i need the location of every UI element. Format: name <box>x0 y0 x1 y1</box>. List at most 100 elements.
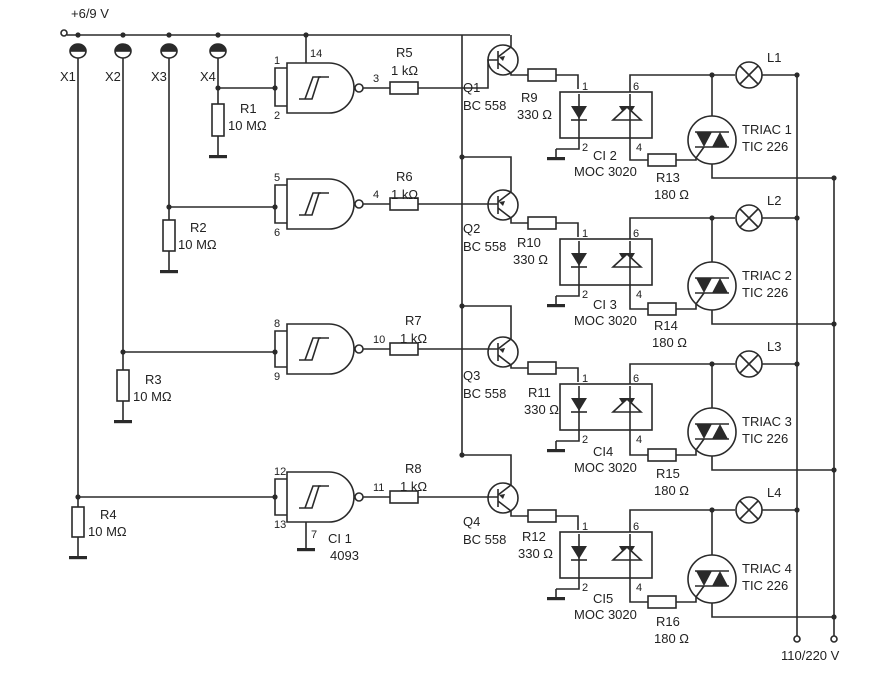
sensor-upper-plate <box>115 44 131 51</box>
base-resistor-value: 1 kΩ <box>400 331 427 346</box>
opto-pin-label: 2 <box>582 289 588 301</box>
triac-mt1-wire <box>711 310 834 325</box>
ground-bar <box>547 157 565 161</box>
junction-dot <box>709 507 715 513</box>
resistor-body <box>211 103 225 137</box>
opto-in-wire <box>629 74 735 92</box>
ground-symbol <box>69 548 87 560</box>
lamp-3 <box>735 350 763 378</box>
opto-pin-label: 6 <box>633 521 639 533</box>
nand-gate-3 <box>286 323 364 375</box>
lamp-filament <box>739 65 759 85</box>
triac-part: TIC 226 <box>742 431 788 446</box>
ground-bar <box>69 556 87 560</box>
wire <box>478 59 498 89</box>
junction-dot <box>272 85 278 91</box>
transistor-part: BC 558 <box>463 98 506 113</box>
ground-bar <box>547 304 565 308</box>
pnp-transistor-4 <box>487 482 519 514</box>
led-resistor-ref: R9 <box>521 90 538 105</box>
triac-mt1-wire <box>711 456 834 471</box>
resistor-ref: R3 <box>145 372 162 387</box>
gate-pin-label: 7 <box>311 529 317 541</box>
schmitt-hysteresis-symbol <box>304 485 321 509</box>
gate-body <box>286 178 355 230</box>
gate-pin-label: 2 <box>274 110 280 122</box>
ground-bar <box>160 270 178 274</box>
gate-resistor-ref: R15 <box>656 466 680 481</box>
optocoupler-ref: CI5 <box>593 591 613 606</box>
triac-envelope <box>687 407 737 457</box>
triac-part: TIC 226 <box>742 139 788 154</box>
gate-pin-label: 10 <box>373 334 385 346</box>
triac-mt1-wire <box>711 603 834 618</box>
junction-dot <box>709 72 715 78</box>
opto-in-wire <box>629 217 735 239</box>
opto-out-wire <box>629 578 648 603</box>
led-resistor-wire <box>556 222 579 237</box>
ground-bar <box>297 548 315 552</box>
triac-gate-lead <box>695 146 705 159</box>
base-resistor-value: 1 kΩ <box>391 187 418 202</box>
opto-pin-label: 1 <box>582 521 588 533</box>
base-resistor-ref: R7 <box>405 313 422 328</box>
ground-bar <box>209 155 227 159</box>
optocoupler-part: MOC 3020 <box>574 164 637 179</box>
ground-symbol <box>209 147 227 159</box>
gate-pin-label: 14 <box>310 48 322 60</box>
triac-ref: TRIAC 1 <box>742 122 792 137</box>
ground-symbol <box>297 540 315 552</box>
sensor-upper-plate <box>161 44 177 51</box>
gate-pin-label: 13 <box>274 519 286 531</box>
gate-resistor-ref: R16 <box>656 614 680 629</box>
gate-pin-label: 6 <box>274 227 280 239</box>
lamp-filament <box>739 354 759 374</box>
junction-dot <box>272 349 278 355</box>
inverter-bubble <box>354 199 364 209</box>
opto-gnd-wire <box>556 578 580 590</box>
opto-pin-label: 4 <box>636 142 642 154</box>
optocoupler-3 <box>559 383 653 431</box>
ground-symbol <box>547 589 565 601</box>
base-resistor-ref: R8 <box>405 461 422 476</box>
sensor-label: X3 <box>151 69 167 84</box>
gate-body <box>286 323 355 375</box>
lamp-4 <box>735 496 763 524</box>
gate-resistor-wire <box>676 450 697 456</box>
opto-out-wire <box>629 138 648 161</box>
triac-lower-diode <box>712 278 728 293</box>
led-resistor-wire <box>556 74 579 89</box>
triac-1 <box>687 115 737 165</box>
transistor-arrow <box>499 56 505 61</box>
triac-ref: TRIAC 2 <box>742 268 792 283</box>
opto-gnd-wire <box>556 138 580 150</box>
lamp-label: L1 <box>767 50 781 65</box>
mains-label: 110/220 V <box>781 648 840 663</box>
opto-out-wire <box>629 285 648 310</box>
optocoupler-part: MOC 3020 <box>574 313 637 328</box>
triac-upper-diode <box>696 278 712 293</box>
optocoupler-2 <box>559 238 653 286</box>
resistor-body <box>647 448 677 462</box>
optocoupler-part: MOC 3020 <box>574 460 637 475</box>
triac-part: TIC 226 <box>742 578 788 593</box>
led-resistor-value: 330 Ω <box>513 252 548 267</box>
resistor-body <box>527 361 557 375</box>
sensor-label: X1 <box>60 69 76 84</box>
transistor-emitter <box>497 338 512 350</box>
ground-bar <box>547 449 565 453</box>
opto-pin-label: 2 <box>582 582 588 594</box>
led-resistor-ref: R11 <box>528 385 551 400</box>
ic-part: 4093 <box>330 548 359 563</box>
led-resistor-wire <box>556 367 579 382</box>
transistor-ref: Q1 <box>463 80 480 95</box>
triac-4 <box>687 554 737 604</box>
opto-triac-lower <box>610 105 644 121</box>
wire <box>274 352 287 368</box>
wire <box>510 365 528 369</box>
junction-dot <box>303 32 309 38</box>
sensor-upper-plate <box>70 44 86 51</box>
optocoupler-part: MOC 3020 <box>574 607 637 622</box>
transistor-arrow <box>499 348 505 353</box>
